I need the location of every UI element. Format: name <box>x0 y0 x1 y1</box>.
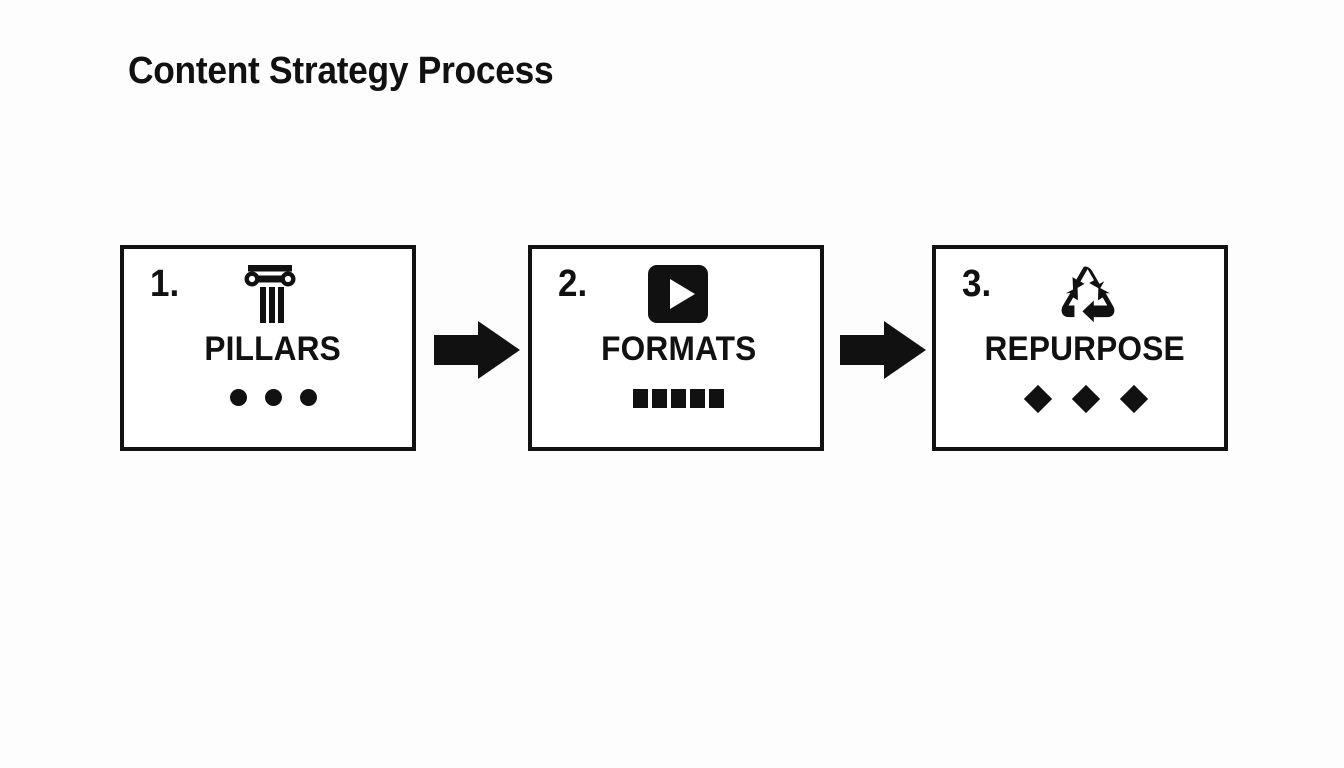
step-label: REPURPOSE <box>984 330 1185 368</box>
marker-dot <box>264 389 282 406</box>
marker-square <box>670 389 686 408</box>
process-flow: 1. PIL <box>0 245 1344 453</box>
marker-dot <box>229 389 247 406</box>
pillar-icon <box>235 261 305 327</box>
process-step-2[interactable]: 2. FORMATS <box>528 245 824 451</box>
page-title: Content Strategy Process <box>128 50 554 92</box>
marker-diamond <box>1119 384 1149 414</box>
marker-row <box>124 389 412 406</box>
step-label: PILLARS <box>204 330 341 368</box>
marker-row <box>532 389 820 408</box>
marker-square <box>632 389 648 408</box>
step-number: 1. <box>150 263 180 305</box>
marker-row <box>936 384 1224 414</box>
step-label: FORMATS <box>601 330 757 368</box>
recycle-icon <box>1053 261 1123 327</box>
marker-square <box>689 389 705 408</box>
marker-diamond <box>1071 384 1101 414</box>
step-number: 3. <box>962 263 992 305</box>
process-step-3[interactable]: 3. REPURPOSE <box>932 245 1228 451</box>
play-button-icon <box>643 261 713 327</box>
marker-diamond <box>1023 384 1053 414</box>
arrow-right-icon <box>840 321 926 379</box>
process-step-1[interactable]: 1. PIL <box>120 245 416 451</box>
marker-square <box>708 389 724 408</box>
marker-dot <box>299 389 317 406</box>
arrow-right-icon <box>434 321 520 379</box>
marker-square <box>651 389 667 408</box>
step-number: 2. <box>558 263 588 305</box>
